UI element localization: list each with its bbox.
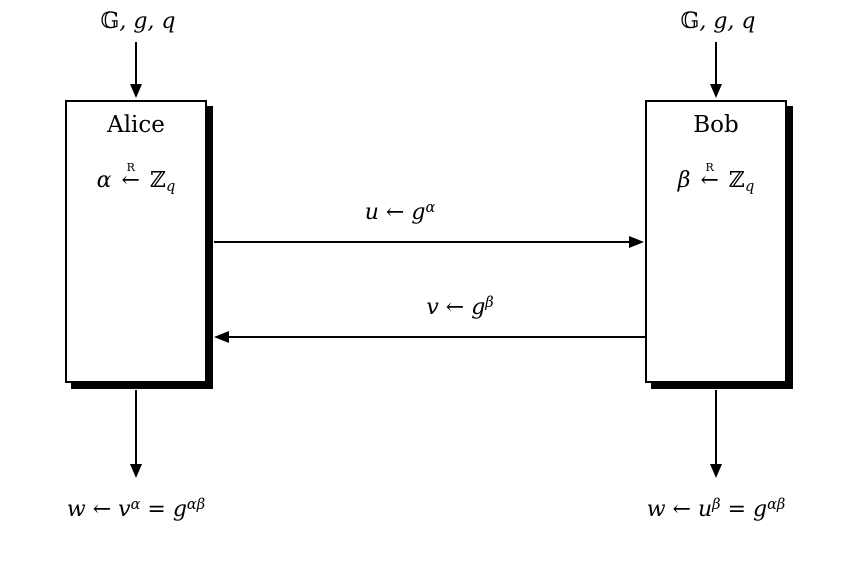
arrow-shaft bbox=[715, 390, 717, 464]
math-exponent: αβ bbox=[767, 497, 786, 514]
alice-sample-line: α R← ℤq bbox=[67, 161, 205, 196]
arrow-shaft bbox=[229, 336, 645, 338]
bob-box: Bob β R← ℤq bbox=[645, 100, 787, 383]
params-text: , g, q bbox=[119, 9, 176, 34]
left-arrow-symbol: ← bbox=[700, 168, 719, 193]
subscript: q bbox=[166, 179, 176, 196]
math-var: w bbox=[66, 497, 86, 522]
arrowhead-left-icon bbox=[214, 331, 229, 343]
random-label: R bbox=[126, 161, 135, 175]
arrowhead-down-icon bbox=[710, 84, 722, 98]
math-base: v bbox=[118, 497, 131, 522]
math-exponent: β bbox=[485, 295, 494, 312]
integers-mod-q-symbol: ℤ bbox=[728, 168, 745, 193]
left-arrow-symbol: ← bbox=[672, 497, 691, 522]
message-v-label: v ← gβ bbox=[360, 294, 560, 322]
alice-title: Alice bbox=[107, 112, 165, 138]
arrow-shaft bbox=[135, 390, 137, 464]
random-sample-arrow: R← bbox=[121, 161, 140, 193]
message-u-label: u ← gα bbox=[300, 199, 500, 227]
math-exponent: αβ bbox=[186, 497, 206, 514]
math-base: g bbox=[172, 497, 187, 522]
arrowhead-down-icon bbox=[710, 464, 722, 478]
equals-symbol: = bbox=[727, 497, 746, 522]
group-symbol: 𝔾 bbox=[100, 9, 120, 34]
arrowhead-down-icon bbox=[130, 464, 142, 478]
math-var: β bbox=[677, 168, 691, 193]
math-base: u bbox=[697, 497, 713, 522]
bob-title: Bob bbox=[693, 112, 739, 138]
bob-public-params: 𝔾, g, q bbox=[674, 8, 762, 36]
alice-box: Alice α R← ℤq bbox=[65, 100, 207, 383]
math-exponent: β bbox=[712, 497, 721, 514]
bob-key-output: w ← uβ = gαβ bbox=[596, 496, 836, 524]
bob-sample-line: β R← ℤq bbox=[647, 161, 785, 196]
math-var: u bbox=[364, 200, 379, 225]
equals-symbol: = bbox=[147, 497, 166, 522]
math-base: g bbox=[411, 200, 426, 225]
random-sample-arrow: R← bbox=[700, 161, 719, 193]
left-arrow-symbol: ← bbox=[92, 497, 112, 522]
math-base: g bbox=[753, 497, 768, 522]
math-var: α bbox=[96, 168, 112, 193]
arrow-shaft bbox=[214, 241, 630, 243]
left-arrow-symbol: ← bbox=[385, 200, 405, 225]
math-var: v bbox=[426, 295, 439, 320]
arrow-shaft bbox=[715, 42, 717, 86]
math-exponent: α bbox=[425, 200, 436, 217]
arrowhead-down-icon bbox=[130, 84, 142, 98]
alice-key-output: w ← vα = gαβ bbox=[16, 496, 256, 524]
arrow-shaft bbox=[135, 42, 137, 86]
integers-mod-q-symbol: ℤ bbox=[149, 168, 167, 193]
arrowhead-right-icon bbox=[629, 236, 644, 248]
left-arrow-symbol: ← bbox=[121, 168, 140, 193]
alice-public-params: 𝔾, g, q bbox=[94, 8, 182, 36]
math-var: w bbox=[646, 497, 666, 522]
params-text: , g, q bbox=[699, 9, 756, 34]
math-exponent: α bbox=[130, 497, 141, 514]
random-label: R bbox=[705, 161, 714, 175]
left-arrow-symbol: ← bbox=[445, 295, 465, 320]
subscript: q bbox=[744, 179, 755, 196]
math-base: g bbox=[471, 295, 486, 320]
group-symbol: 𝔾 bbox=[680, 9, 700, 34]
